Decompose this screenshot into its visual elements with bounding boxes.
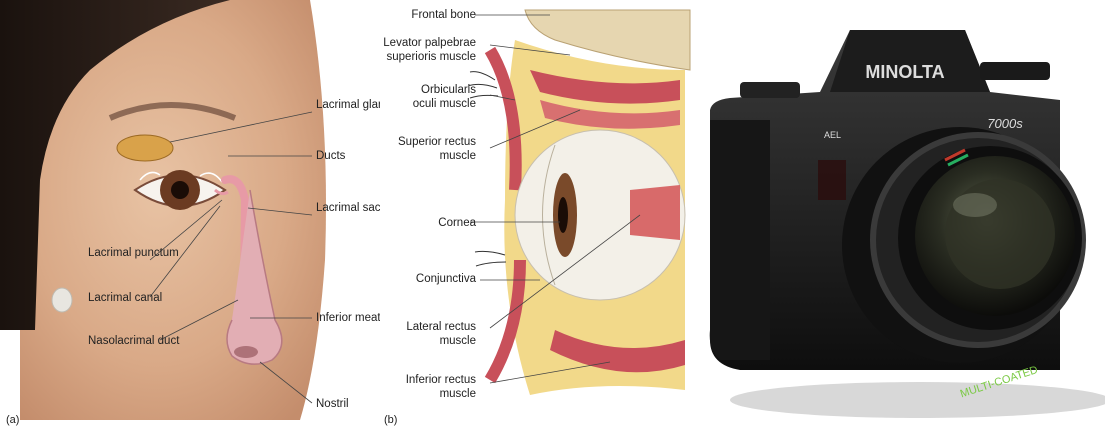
- label-frontal-bone: Frontal bone: [411, 8, 476, 22]
- model-text: 7000s: [987, 116, 1023, 131]
- brand-text: MINOLTA: [865, 62, 944, 82]
- label-superior-rectus: Superior rectus muscle: [386, 135, 476, 163]
- caption-b: (b): [384, 414, 397, 426]
- ael-text: AEL: [824, 130, 841, 140]
- caption-a: (a): [6, 414, 19, 426]
- eye-section-illustration: [380, 0, 700, 431]
- label-cornea: Cornea: [438, 216, 476, 230]
- label-lateral-rectus: Lateral rectus muscle: [386, 320, 476, 348]
- label-lacrimal-punctum: Lacrimal punctum: [88, 246, 179, 260]
- face-illustration: [0, 0, 380, 431]
- label-orbicularis: Orbicularis oculi muscle: [396, 83, 476, 111]
- panel-b-eye-section: Frontal bone Levator palpebrae superiori…: [380, 0, 700, 431]
- lacrimal-gland-shape: [117, 135, 173, 161]
- label-lacrimal-sac: Lacrimal sac: [316, 201, 381, 215]
- label-conjunctiva: Conjunctiva: [416, 272, 476, 286]
- label-nasolacrimal-duct: Nasolacrimal duct: [88, 334, 179, 348]
- label-levator: Levator palpebrae superioris muscle: [376, 36, 476, 64]
- panel-a-lacrimal-apparatus: Lacrimal gland Ducts Lacrimal sac Lacrim…: [0, 0, 380, 431]
- camera-illustration: MINOLTA 7000s AEL MULTI-COATED: [700, 0, 1105, 431]
- label-lacrimal-canal: Lacrimal canal: [88, 291, 162, 305]
- label-inferior-rectus: Inferior rectus muscle: [386, 373, 476, 401]
- label-ducts: Ducts: [316, 149, 345, 163]
- panel-camera-photo: MINOLTA 7000s AEL MULTI-COATED: [700, 0, 1105, 431]
- label-nostril: Nostril: [316, 397, 349, 411]
